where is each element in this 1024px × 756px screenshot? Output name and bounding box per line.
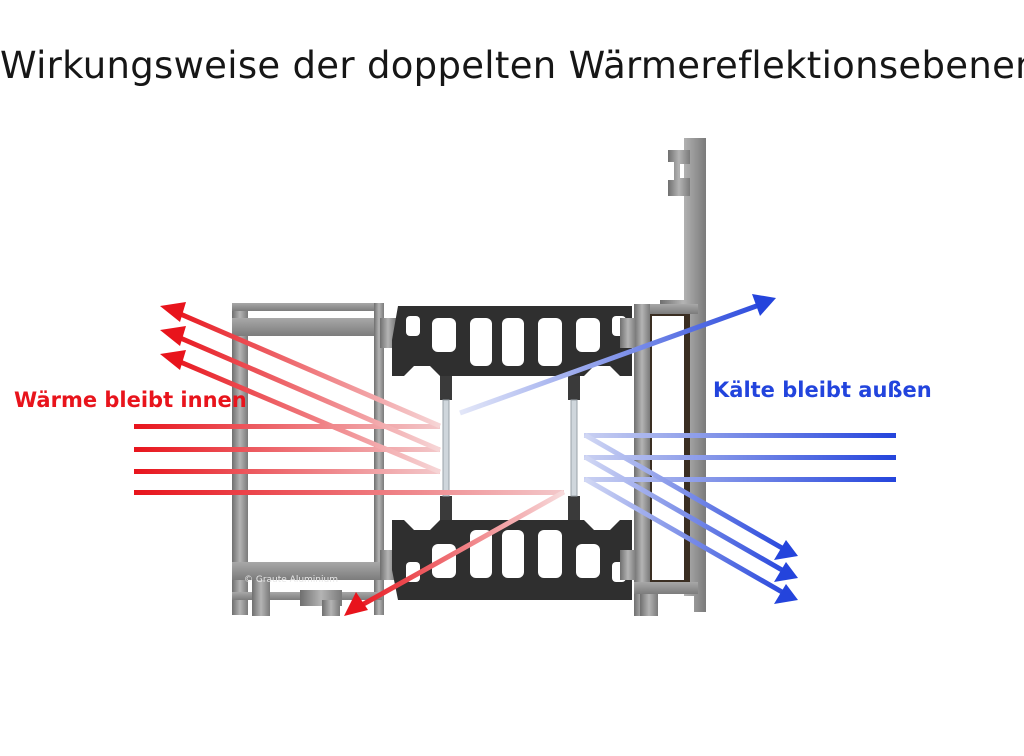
- inner-frame-profile: [232, 303, 396, 616]
- cold-arrowhead-2: [774, 562, 798, 582]
- warm-reflected-rays: [160, 302, 441, 475]
- glass-panes: [442, 399, 578, 497]
- warm-arrowhead-2: [160, 326, 186, 346]
- cold-reflected-rays: [583, 432, 798, 604]
- warm-arrowhead-3: [160, 350, 186, 370]
- diagram-title: Wirkungsweise der doppelten Wärmereflekt…: [0, 44, 1024, 87]
- warm-arrowhead-1: [160, 302, 186, 322]
- cold-escape-arrowhead: [752, 294, 776, 316]
- thermal-break-bottom: [392, 496, 632, 600]
- outer-frame-profile: [620, 138, 706, 616]
- warm-label: Wärme bleibt innen: [14, 388, 247, 412]
- cold-arrowhead-1: [774, 540, 798, 560]
- thermal-break-top: [392, 306, 632, 400]
- warm-leak-arrowhead: [344, 592, 368, 616]
- cold-label: Kälte bleibt außen: [713, 378, 932, 402]
- cold-escape-ray: [459, 294, 776, 416]
- cold-incoming-rays: [584, 433, 896, 482]
- copyright-text: © Graute Aluminium: [244, 575, 338, 585]
- warm-incoming-rays: [134, 424, 564, 495]
- cold-arrowhead-3: [774, 584, 798, 604]
- warm-leak-ray: [344, 489, 566, 616]
